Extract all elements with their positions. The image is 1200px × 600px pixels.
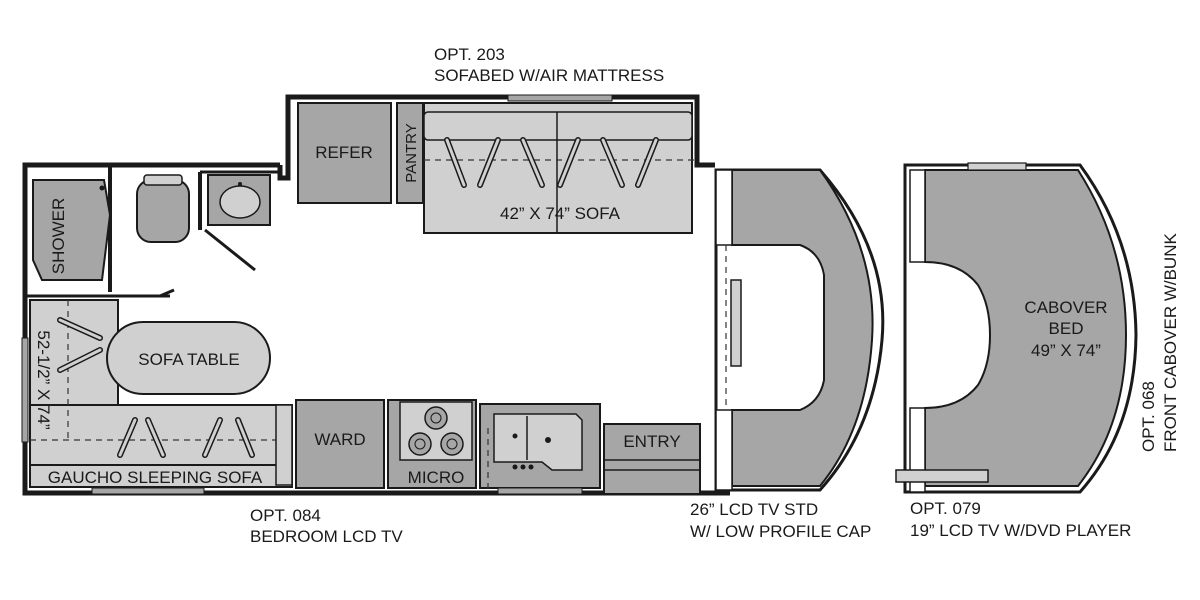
bedroom-tv-mount xyxy=(275,404,293,486)
cooktop xyxy=(387,399,477,489)
refrigerator xyxy=(297,102,392,204)
kitchen-sink xyxy=(479,403,601,495)
front-cabover-optional xyxy=(895,162,1138,494)
front-cab-standard xyxy=(714,168,885,492)
opt-203-code: OPT. 203 xyxy=(434,45,505,64)
opt-068-desc: FRONT CABOVER W/BUNK xyxy=(1161,233,1180,452)
sofa-label: 42” X 74” SOFA xyxy=(500,204,621,223)
shower-label: SHOWER xyxy=(49,198,68,275)
wardrobe xyxy=(295,399,385,489)
opt-068-code: OPT. 068 xyxy=(1139,381,1158,452)
entry-step xyxy=(603,423,701,495)
gaucho-sleeping-sofa xyxy=(21,299,293,495)
opt-079-code: OPT. 079 xyxy=(910,499,981,518)
lavatory-sink xyxy=(207,174,271,226)
opt-203-desc: SOFABED W/AIR MATTRESS xyxy=(434,66,664,85)
sofa-table-label: SOFA TABLE xyxy=(138,350,239,369)
sofa-table xyxy=(106,321,271,395)
gaucho-label: GAUCHO SLEEPING SOFA xyxy=(48,468,263,487)
cabover-dimension: 49” X 74” xyxy=(1031,341,1101,360)
toilet xyxy=(136,174,190,243)
rear-bed-dimension: 52-1/2” X 74” xyxy=(34,330,53,430)
micro-label: MICRO xyxy=(408,468,465,487)
coach-body xyxy=(22,94,730,496)
tv-std-line1: 26” LCD TV STD xyxy=(690,500,818,519)
pantry-label: PANTRY xyxy=(403,123,420,182)
opt-079-desc: 19” LCD TV W/DVD PLAYER xyxy=(910,521,1131,540)
ward-label: WARD xyxy=(314,430,365,449)
entry-label: ENTRY xyxy=(623,432,680,451)
shower xyxy=(32,179,112,281)
refer-label: REFER xyxy=(315,143,373,162)
cabover-label-line1: CABOVER xyxy=(1024,298,1107,317)
tv-std-line2: W/ LOW PROFILE CAP xyxy=(690,522,871,541)
opt-084-code: OPT. 084 xyxy=(250,506,321,525)
sofabed xyxy=(423,94,697,234)
cabover-label-line2: BED xyxy=(1049,319,1084,338)
opt-084-desc: BEDROOM LCD TV xyxy=(250,527,403,546)
